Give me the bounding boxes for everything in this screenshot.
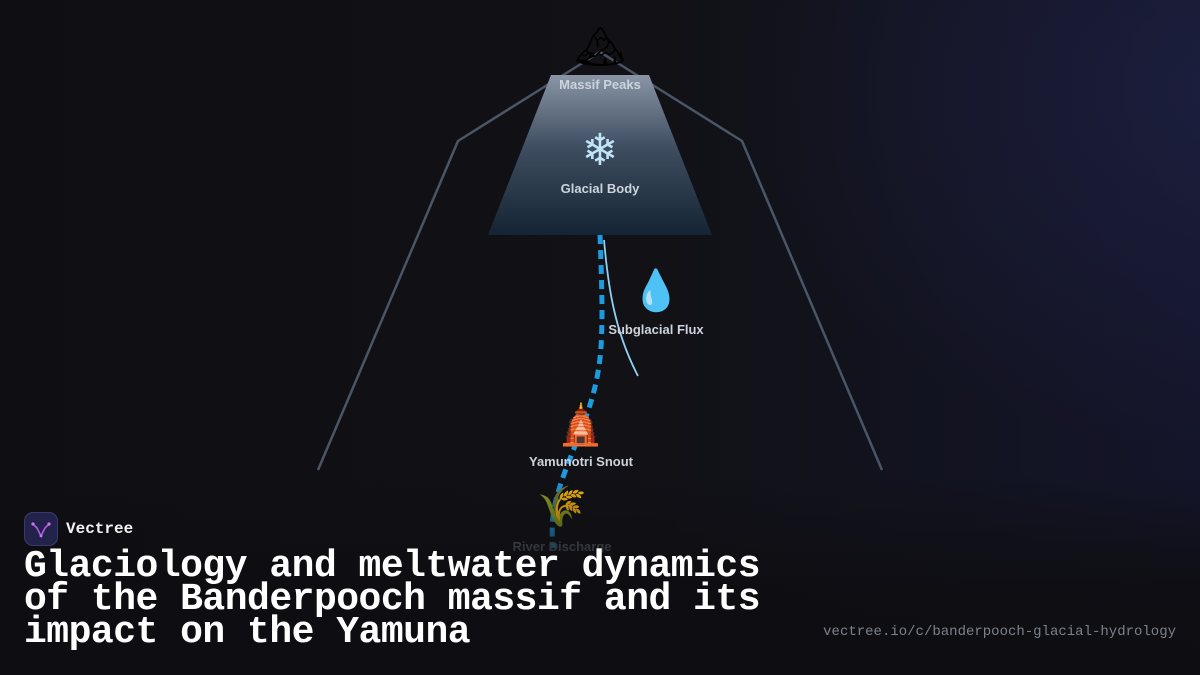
vectree-logo-icon xyxy=(24,512,58,546)
node-label-yamunotri-snout: Yamunotri Snout xyxy=(529,454,634,469)
node-massif-peaks: 🏔 Massif Peaks xyxy=(559,24,641,92)
brand-name: Vectree xyxy=(66,520,134,538)
wheat-icon: 🌾 xyxy=(537,484,587,530)
brand[interactable]: Vectree xyxy=(24,512,133,546)
mountain-icon: 🏔 xyxy=(575,24,626,70)
subglacial-flux-line xyxy=(603,239,639,377)
node-glacial-body: ❄ Glacial Body xyxy=(561,125,641,196)
node-yamunotri-snout: 🛕 Yamunotri Snout xyxy=(529,401,634,469)
node-label-subglacial-flux: Subglacial Flux xyxy=(608,322,704,337)
page-title: Glaciology and meltwater dynamics of the… xyxy=(24,545,761,654)
snowflake-icon: ❄ xyxy=(582,125,619,176)
source-url[interactable]: vectree.io/c/banderpooch-glacial-hydrolo… xyxy=(823,624,1176,640)
node-label-massif-peaks: Massif Peaks xyxy=(559,77,641,92)
massif-outline xyxy=(316,50,884,471)
temple-icon: 🛕 xyxy=(556,401,606,448)
glacier-body-shape xyxy=(488,75,712,235)
node-river-discharge: 🌾 River Discharge xyxy=(513,484,612,554)
droplet-icon: 💧 xyxy=(631,267,681,314)
node-label-glacial-body: Glacial Body xyxy=(561,181,641,196)
node-subglacial-flux: 💧 Subglacial Flux xyxy=(608,267,704,337)
